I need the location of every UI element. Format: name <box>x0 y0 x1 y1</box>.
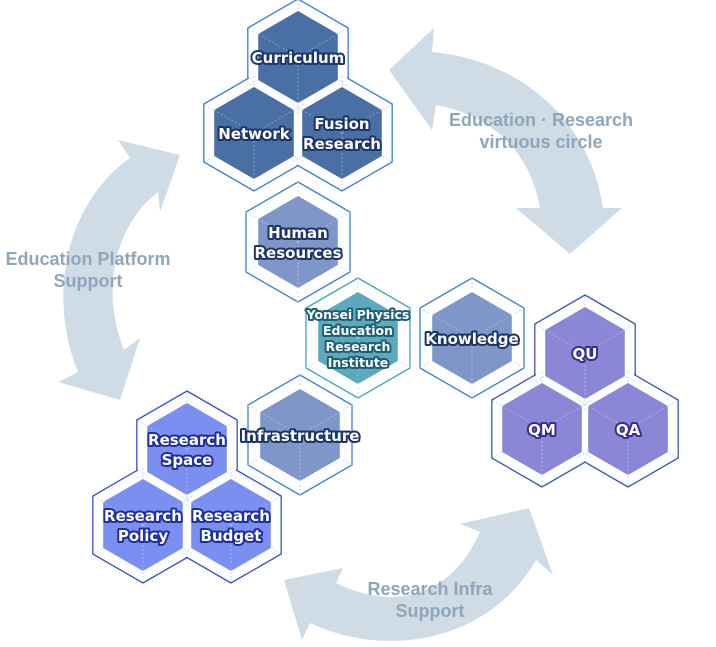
label-research-infra-line1: Research Infra <box>367 579 493 599</box>
hex-qu[interactable]: QU <box>544 307 626 399</box>
label-education-research-line1: Education · Research <box>449 110 633 130</box>
label-research-infra-line2: Support <box>396 601 465 621</box>
hex-layer: CurriculumNetworkFusionResearchResearchS… <box>92 0 679 584</box>
hex-research-policy-fill <box>103 479 183 571</box>
hex-knowledge[interactable]: Knowledge <box>423 292 521 384</box>
hex-infrastructure[interactable]: Infrastructure <box>239 389 361 481</box>
hex-network[interactable]: Network <box>213 87 295 179</box>
hex-yonsei-institute-fill <box>318 292 398 384</box>
label-education-platform-line1: Education Platform <box>5 249 170 269</box>
hex-label-research-budget-line1: Research <box>192 507 270 525</box>
outline-knowledge-rim <box>419 278 525 398</box>
outline-yonsei-institute-rim <box>305 278 411 398</box>
outline-human-resources-rim <box>245 182 351 302</box>
hex-network-fill <box>214 87 294 179</box>
hex-label-research-space-line2: Space <box>162 451 213 469</box>
hex-label-research-budget-line2: Budget <box>201 527 262 545</box>
hex-qm[interactable]: QM <box>501 383 583 475</box>
hex-qu-fill <box>545 307 625 399</box>
arrow-education-platform-support <box>58 140 180 400</box>
hex-label-yonsei-institute-line4: Institute <box>328 355 389 370</box>
hex-label-yonsei-institute-line1: Yonsei Physics <box>306 307 410 322</box>
hex-label-yonsei-institute-line2: Education <box>323 323 393 338</box>
hex-research-budget-fill <box>191 479 271 571</box>
hex-curriculum-fill <box>258 11 338 103</box>
hex-label-curriculum-line1: Curriculum <box>252 49 345 67</box>
hex-label-research-policy-line2: Policy <box>118 527 168 545</box>
arrows-layer <box>58 28 622 641</box>
hex-human-resources-fill <box>258 196 338 288</box>
hex-label-infrastructure-line1: Infrastructure <box>241 427 360 445</box>
hex-label-qm-line1: QM <box>528 421 556 439</box>
hex-label-human-resources-line2: Resources <box>254 244 341 262</box>
hex-label-qa-line1: QA <box>616 421 641 439</box>
hex-label-fusion-research-line2: Research <box>303 135 381 153</box>
hex-research-space-fill <box>147 403 227 495</box>
hex-knowledge-fill <box>432 292 512 384</box>
label-education-platform-line2: Support <box>54 271 123 291</box>
hex-curriculum[interactable]: Curriculum <box>250 11 346 103</box>
hex-label-yonsei-institute-line3: Research <box>326 339 391 354</box>
hex-infrastructure-fill <box>260 389 340 481</box>
arrow-research-infra-support <box>284 508 553 641</box>
hex-label-knowledge-line1: Knowledge <box>425 330 518 348</box>
arrow-labels: Education · Research virtuous circle Edu… <box>5 110 633 621</box>
hex-fusion-research-fill <box>302 87 382 179</box>
label-education-research-line2: virtuous circle <box>479 132 602 152</box>
outline-infrastructure-rim <box>247 375 353 495</box>
arrow-education-research-circle <box>389 28 622 254</box>
hex-label-fusion-research-line1: Fusion <box>314 115 369 133</box>
hex-label-human-resources-line1: Human <box>268 224 328 242</box>
hex-qa[interactable]: QA <box>587 383 669 475</box>
hex-qm-fill <box>502 383 582 475</box>
hex-label-qu-line1: QU <box>573 345 598 363</box>
hex-label-network-line1: Network <box>218 125 290 143</box>
hex-qa-fill <box>588 383 668 475</box>
hex-label-research-policy-line1: Research <box>104 507 182 525</box>
hex-label-research-space-line1: Research <box>148 431 226 449</box>
